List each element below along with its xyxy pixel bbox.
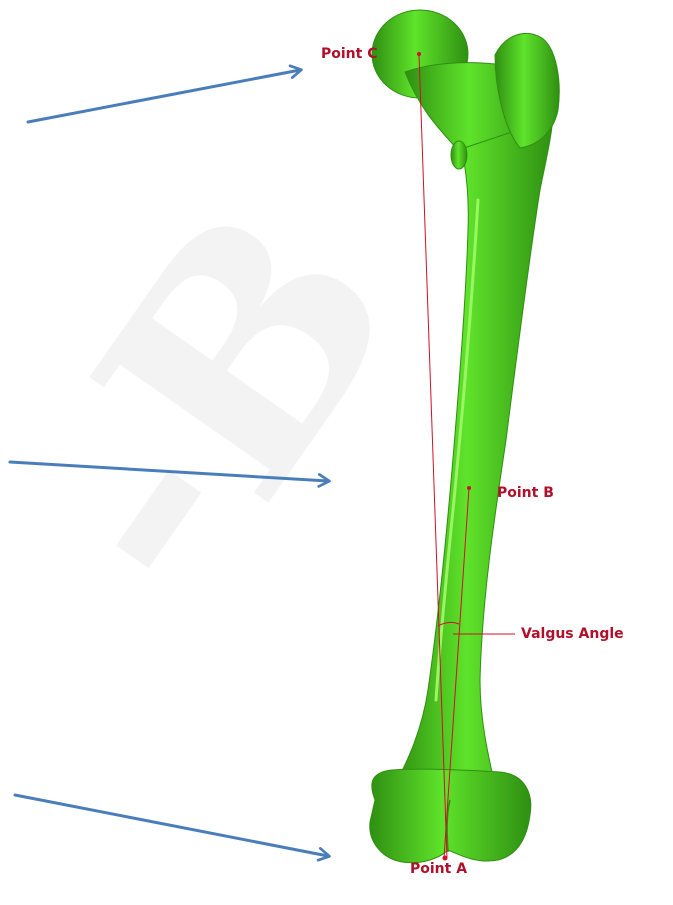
distal-condyles — [370, 769, 531, 863]
femur-shaft — [395, 95, 553, 785]
lesser-trochanter — [451, 141, 467, 169]
point-c-marker — [417, 52, 421, 56]
pointer-arrows — [10, 70, 328, 856]
arrow-bottom — [15, 795, 328, 856]
point-c-label: Point C — [321, 47, 378, 61]
point-a-label: Point A — [410, 862, 467, 876]
arrow-top — [28, 70, 300, 122]
valgus-angle-label: Valgus Angle — [521, 627, 624, 641]
point-b-marker — [467, 486, 471, 490]
point-b-label: Point B — [497, 486, 554, 500]
femur-bone — [370, 10, 559, 863]
arrow-middle — [10, 462, 328, 481]
point-a-marker — [443, 856, 448, 861]
